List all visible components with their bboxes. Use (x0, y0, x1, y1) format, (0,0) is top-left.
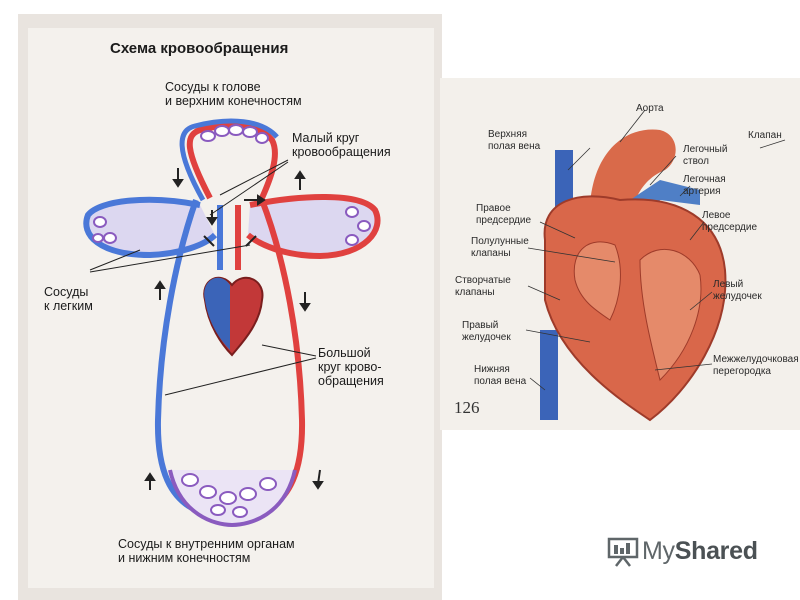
heart-chambers (573, 241, 702, 381)
label-inferior-vena-cava: Нижняя полая вена (474, 364, 527, 387)
label-right-ventricle: Правый желудочек (462, 320, 511, 343)
lung-capillaries (92, 206, 371, 246)
label-valve: Клапан (748, 130, 782, 141)
presentation-icon (607, 537, 639, 567)
big-loop-vein (154, 199, 202, 515)
label-superior-vena-cava: Верхняя полая вена (488, 129, 541, 152)
label-pulmonary-circulation: Малый круг кровообращения (292, 131, 391, 159)
upper-capillaries (200, 124, 269, 144)
label-septum: Межжелудочковая перегородка (713, 354, 799, 377)
label-pulmonary-trunk: Легочный ствол (683, 144, 728, 167)
inferior-vena-cava (540, 330, 558, 420)
right-leader-lines (525, 109, 786, 391)
page-number: 126 (454, 398, 480, 417)
logo-prefix: My (642, 536, 675, 565)
label-semilunar-valves: Полулунные клапаны (471, 236, 529, 259)
label-left-ventricle: Левый желудочек (713, 279, 762, 302)
leader-lines (89, 159, 317, 396)
heart-cross-section (540, 129, 727, 422)
label-leaflet-valves: Створчатые клапаны (455, 275, 511, 298)
label-head-vessels: Сосуды к голове и верхним конечностям (165, 80, 302, 108)
lower-capillaries (181, 473, 277, 518)
label-organ-vessels: Сосуды к внутренним органам и нижним кон… (118, 537, 295, 565)
label-left-atrium: Левое предсердие (702, 210, 758, 233)
myshared-logo: MyShared (606, 535, 758, 567)
upper-loop-vein (179, 118, 279, 202)
diagram-title: Схема кровообращения (110, 40, 289, 57)
label-lung-vessels: Сосуды к легким (44, 285, 93, 313)
heart-right-half (204, 277, 230, 350)
label-aorta: Аорта (636, 103, 664, 114)
flow-arrows (144, 168, 324, 490)
label-pulmonary-artery: Легочная артерия (683, 174, 726, 197)
label-right-atrium: Правое предсердие (476, 203, 532, 226)
logo-text: MyShared (642, 537, 758, 566)
logo-suffix: Shared (674, 536, 758, 565)
label-systemic-circulation: Большой круг крово- обращения (318, 346, 384, 388)
